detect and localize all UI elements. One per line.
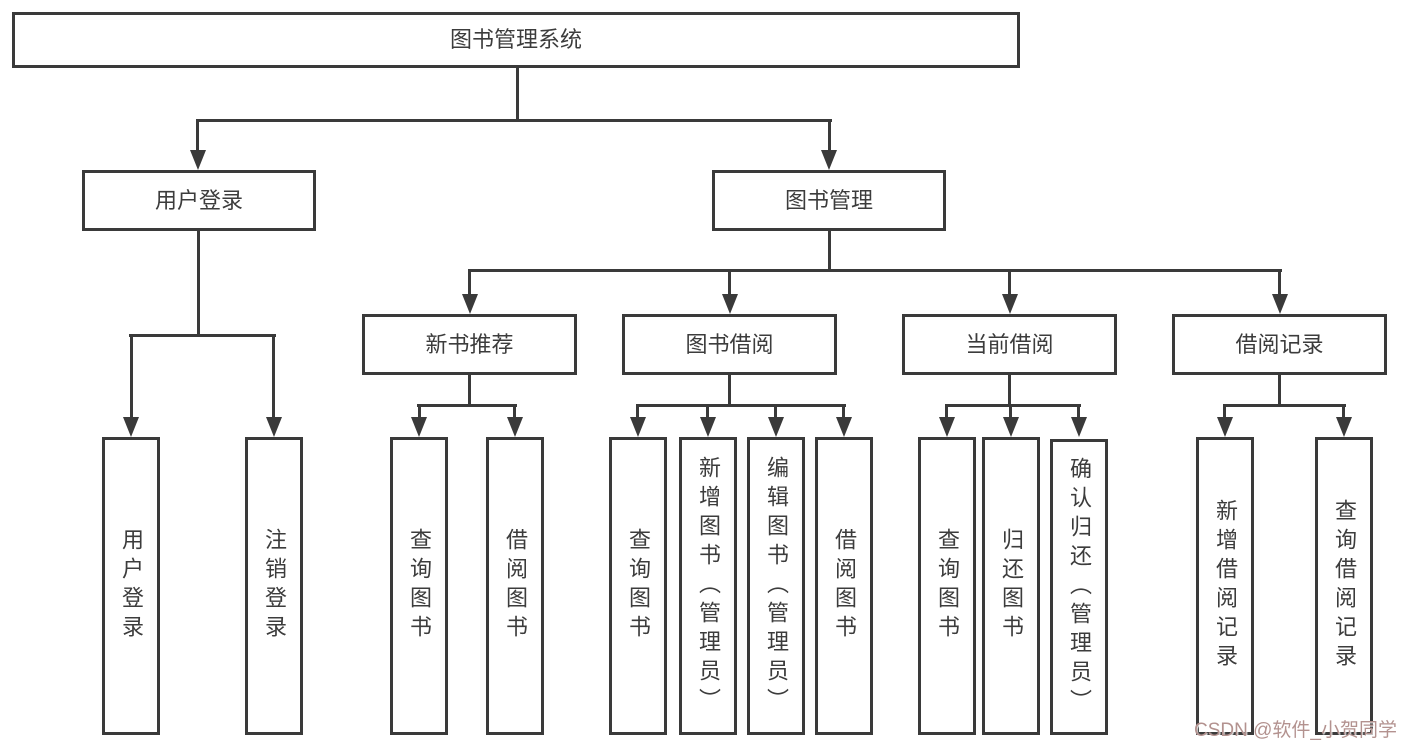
leaf-return-books: 归还图书 <box>982 437 1040 735</box>
arrowhead <box>1336 417 1352 437</box>
connector-drop-new-book <box>468 269 471 297</box>
connector-drop-book-borrow <box>728 269 731 297</box>
connector-drop-leaf-login <box>130 334 133 420</box>
node-label: 查询图书 <box>626 528 651 644</box>
connector-drop-leaf-logout <box>272 334 275 420</box>
node-label: 借阅图书 <box>832 528 857 644</box>
arrowhead <box>836 417 852 437</box>
connector-drop <box>706 404 709 420</box>
node-book-management: 图书管理 <box>712 170 946 231</box>
arrowhead-new-book <box>462 294 478 314</box>
connector-drop-borrow-records <box>1278 269 1281 297</box>
connector-book-borrow-stem <box>728 375 731 407</box>
node-library-management-system: 图书管理系统 <box>12 12 1020 68</box>
node-label: 编辑图书（管理员） <box>764 455 789 717</box>
connector-drop <box>1077 404 1080 420</box>
leaf-logout: 注销登录 <box>245 437 303 735</box>
node-label: 用户登录 <box>154 187 243 213</box>
connector-drop-user-login <box>196 119 199 152</box>
connector-drop <box>636 404 639 420</box>
leaf-borrow-books-recommend: 借阅图书 <box>486 437 544 735</box>
arrowhead <box>1217 417 1233 437</box>
connector-current-borrow-stem <box>1008 375 1011 407</box>
node-user-login: 用户登录 <box>82 170 316 231</box>
arrowhead <box>1003 417 1019 437</box>
arrowhead-borrow-records <box>1272 294 1288 314</box>
connector-level2-bar <box>468 269 1282 272</box>
connector-drop <box>1223 404 1226 420</box>
leaf-add-books-admin: 新增图书（管理员） <box>679 437 737 735</box>
arrowhead-leaf-login <box>123 417 139 437</box>
node-label: 查询图书 <box>935 528 960 644</box>
leaf-query-books-recommend: 查询图书 <box>390 437 448 735</box>
node-label: 确认归还（管理员） <box>1067 456 1092 718</box>
csdn-watermark: CSDN @软件_小贺同学 <box>1194 720 1397 741</box>
node-label: 图书管理 <box>784 187 873 213</box>
node-label: 用户登录 <box>119 528 144 644</box>
connector-level1-bar <box>196 119 832 122</box>
arrowhead <box>630 417 646 437</box>
connector-drop <box>418 404 421 420</box>
leaf-edit-books-admin: 编辑图书（管理员） <box>747 437 805 735</box>
arrowhead-current-borrow <box>1002 294 1018 314</box>
node-new-book-recommend: 新书推荐 <box>362 314 577 375</box>
arrowhead-leaf-logout <box>266 417 282 437</box>
leaf-add-borrow-record: 新增借阅记录 <box>1196 437 1254 735</box>
node-label: 新增借阅记录 <box>1213 499 1238 673</box>
arrowhead <box>507 417 523 437</box>
node-label: 注销登录 <box>262 528 287 644</box>
node-label: 图书管理系统 <box>449 27 582 52</box>
connector-root-stem <box>516 68 519 122</box>
leaf-query-borrow-record: 查询借阅记录 <box>1315 437 1373 735</box>
connector-borrow-records-stem <box>1278 375 1281 407</box>
connector-book-management-stem <box>828 231 831 272</box>
connector-drop-current-borrow <box>1008 269 1011 297</box>
node-book-borrow: 图书借阅 <box>622 314 837 375</box>
connector-current-borrow-bar <box>945 404 1081 407</box>
node-label: 归还图书 <box>999 528 1024 644</box>
connector-drop <box>945 404 948 420</box>
leaf-query-books-borrow: 查询图书 <box>609 437 667 735</box>
arrowhead <box>1071 417 1087 437</box>
connector-drop-book-management <box>828 119 831 152</box>
node-label: 借阅记录 <box>1235 331 1324 357</box>
leaf-borrow-books: 借阅图书 <box>815 437 873 735</box>
arrowhead-book-borrow <box>722 294 738 314</box>
arrowhead <box>768 417 784 437</box>
node-label: 查询图书 <box>407 528 432 644</box>
connector-drop <box>513 404 516 420</box>
connector-drop <box>774 404 777 420</box>
arrowhead-book-management <box>821 150 837 170</box>
node-label: 当前借阅 <box>965 331 1054 357</box>
node-label: 新增图书（管理员） <box>696 455 721 717</box>
connector-book-borrow-bar <box>636 404 846 407</box>
leaf-user-login: 用户登录 <box>102 437 160 735</box>
arrowhead <box>939 417 955 437</box>
connector-new-book-stem <box>468 375 471 407</box>
arrowhead <box>700 417 716 437</box>
connector-user-login-bar <box>129 334 276 337</box>
node-borrow-records: 借阅记录 <box>1172 314 1387 375</box>
leaf-confirm-return-admin: 确认归还（管理员） <box>1050 439 1108 735</box>
connector-borrow-records-bar <box>1223 404 1346 407</box>
node-current-borrow: 当前借阅 <box>902 314 1117 375</box>
connector-new-book-bar <box>417 404 517 407</box>
arrowhead <box>411 417 427 437</box>
connector-drop <box>842 404 845 420</box>
node-label: 图书借阅 <box>685 331 774 357</box>
node-label: 新书推荐 <box>425 331 514 357</box>
node-label: 借阅图书 <box>503 528 528 644</box>
connector-drop <box>1009 404 1012 420</box>
connector-drop <box>1342 404 1345 420</box>
connector-user-login-stem <box>197 231 200 337</box>
arrowhead-user-login <box>190 150 206 170</box>
leaf-query-books-current: 查询图书 <box>918 437 976 735</box>
node-label: 查询借阅记录 <box>1332 499 1357 673</box>
